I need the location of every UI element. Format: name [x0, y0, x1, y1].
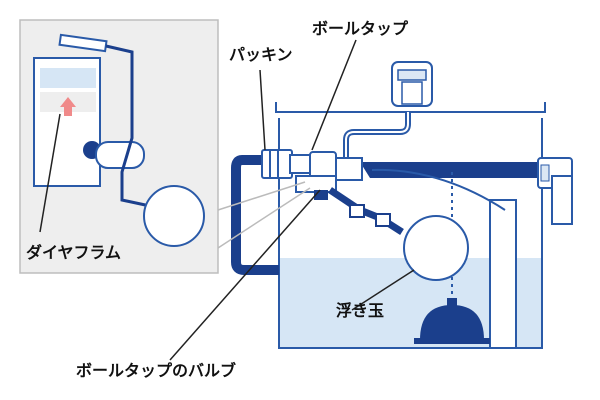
ball-tap: [261, 149, 363, 200]
tank-walls: [278, 118, 543, 349]
label-ball-tap: ボールタップ: [312, 19, 409, 38]
label-diaphragm: ダイヤフラム: [26, 243, 121, 262]
overflow-pipe: [360, 162, 540, 349]
supply-pipe: [231, 155, 279, 275]
flush-lever-fitting: [537, 157, 573, 225]
leader-lines: [39, 39, 415, 361]
callout-float-ball: [143, 185, 205, 247]
diaphragm-callout: [19, 19, 311, 274]
float-ball: [403, 215, 469, 281]
label-ball-tap-valve: ボールタップのバルブ: [76, 361, 236, 380]
float-arm: [328, 187, 404, 235]
flapper-valve: [414, 298, 490, 344]
refill-tube: [343, 112, 411, 158]
up-arrow-icon: [60, 97, 76, 116]
label-packing: パッキン: [229, 45, 293, 64]
label-float-ball: 浮き玉: [336, 301, 384, 320]
